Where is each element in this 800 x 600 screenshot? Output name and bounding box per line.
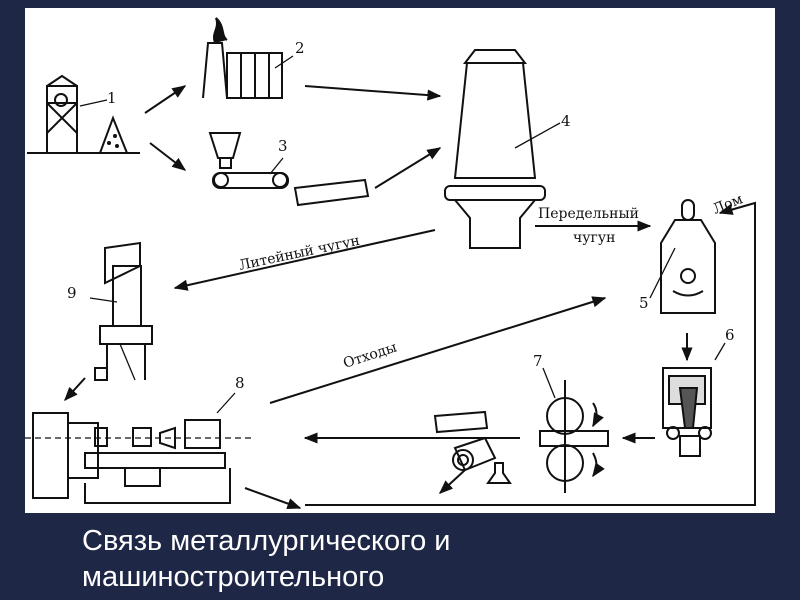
label-pig-iron-line2: чугун: [573, 230, 615, 246]
label-number-8: 8: [235, 374, 245, 392]
coke-plant-unit: [203, 18, 293, 98]
flow-arrows: [65, 86, 755, 508]
slide-caption: Связь металлургического и машиностроител…: [82, 523, 772, 595]
label-number-9: 9: [67, 284, 77, 302]
diagram-panel: 1 2 3 4 5 6 7 8 9 Передельный чугун Лом …: [25, 8, 775, 513]
label-pig-iron-line1: Передельный: [538, 206, 639, 222]
rolling-mill-unit: [540, 368, 608, 493]
label-waste: Отходы: [341, 339, 399, 371]
label-number-6: 6: [725, 326, 735, 344]
metallurgy-diagram: 1 2 3 4 5 6 7 8 9 Передельный чугун Лом …: [25, 8, 775, 513]
label-number-1: 1: [107, 89, 117, 107]
label-number-3: 3: [278, 137, 288, 155]
caption-line-2: машиностроительного: [82, 559, 772, 595]
label-foundry-iron: Литейный чугун: [238, 233, 362, 274]
label-number-5: 5: [639, 294, 649, 312]
label-scrap: Лом: [711, 191, 746, 217]
lathe-unit: [25, 393, 255, 503]
ingot-casting-unit: [663, 343, 725, 456]
diagram-labels: 1 2 3 4 5 6 7 8 9 Передельный чугун Лом …: [67, 39, 745, 392]
ore-mine-unit: [27, 76, 140, 153]
label-number-2: 2: [295, 39, 305, 57]
converter-unit: [650, 200, 715, 313]
rolled-products: [435, 412, 510, 483]
label-number-7: 7: [533, 352, 543, 370]
caption-line-1: Связь металлургического и: [82, 523, 772, 559]
sinter-plant-unit: [210, 133, 368, 205]
label-number-4: 4: [561, 112, 571, 130]
cupola-furnace-unit: [90, 243, 152, 380]
